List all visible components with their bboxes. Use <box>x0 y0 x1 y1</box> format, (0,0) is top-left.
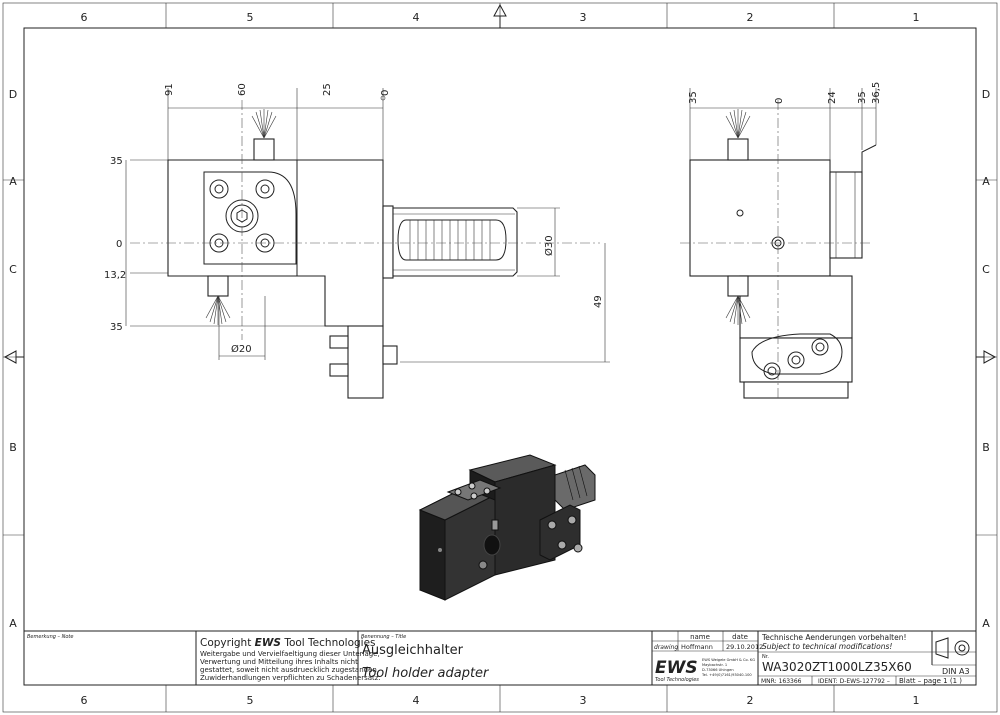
dim-front-d30: Ø30 <box>543 235 555 256</box>
col-label-top-1: 1 <box>913 11 920 24</box>
dim-side-24: 24 <box>827 91 838 104</box>
dim-front-49: 49 <box>593 295 604 308</box>
mnr-value: MNR: 163366 <box>761 678 802 685</box>
ews-logo: EWS Tool Technologies <box>655 658 699 683</box>
company-line-4: Tel. +49(0)7161/93040-100 <box>701 673 752 677</box>
copyright-line-3: gestattet, soweit nicht ausdruecklich zu… <box>200 666 379 674</box>
paper-format: DIN A3 <box>942 667 970 676</box>
col-name-header: name <box>690 633 710 641</box>
col-label-bottom-1: 1 <box>913 694 920 707</box>
row-label-left-a1: A <box>9 175 17 188</box>
copyright-line-2: Verwertung und Mitteilung ihres Inhalts … <box>200 658 358 666</box>
dim-front-13-2: 13,2 <box>104 270 126 281</box>
company-line-1: EWS Weigele GmbH & Co. KG <box>702 658 755 662</box>
col-label-top-3: 3 <box>580 11 587 24</box>
side-view <box>680 100 877 400</box>
row-label-right-a1: A <box>982 175 990 188</box>
row-label-left-b: B <box>9 441 17 454</box>
row-label-right-b: B <box>982 441 990 454</box>
col-label-bottom-4: 4 <box>413 694 420 707</box>
copyright-line-4: Zuwiderhandlungen verpflichten zu Schade… <box>200 674 381 682</box>
row-drawing-label: drawing <box>654 644 678 651</box>
front-view <box>130 100 600 399</box>
row-label-left-a2: A <box>9 617 17 630</box>
col-label-top-6: 6 <box>81 11 88 24</box>
drawing-author: Hoffmann <box>681 643 713 651</box>
company-line-3: D-73066 Uhingen <box>702 668 734 672</box>
dim-front-60: 60 <box>237 83 248 96</box>
remark-label: Bemerkung – Note <box>27 634 73 640</box>
col-label-bottom-2: 2 <box>747 694 754 707</box>
title-block: Bemerkung – Note Copyright EWS Tool Tech… <box>23 630 977 686</box>
frame-row-labels: D A C B A D A C B A <box>9 88 990 630</box>
part-number: WA3020ZT1000LZ35X60 <box>762 660 912 674</box>
isometric-view <box>418 454 596 601</box>
front-view-dimensions: 91 60 25 0 35 0 13,2 35 Ø30 49 Ø20 <box>104 83 610 363</box>
dim-side-0: 0 <box>774 98 785 104</box>
col-label-bottom-3: 3 <box>580 694 587 707</box>
ident-value: IDENT: D-EWS-127792 – <box>818 678 890 685</box>
dim-side-35-left: 35 <box>688 91 699 104</box>
col-label-top-4: 4 <box>413 11 420 24</box>
copyright-line-1: Weitergabe und Vervielfaeltigung dieser … <box>200 650 380 658</box>
copyright-heading: Copyright EWS Tool Technologies <box>200 637 376 649</box>
title-label: Benennung – Title <box>361 634 406 640</box>
title-german: Ausgleichhalter <box>362 643 464 658</box>
projection-symbol-icon <box>935 637 970 659</box>
dim-front-d20: Ø20 <box>231 343 252 355</box>
note-english: Subject to technical modifications! <box>762 642 892 651</box>
sheet-value: Blatt – page 1 (1 ) <box>899 677 962 685</box>
title-english: Tool holder adapter <box>362 666 490 681</box>
dim-front-25: 25 <box>322 83 333 96</box>
copyright-brand: EWS <box>255 637 281 649</box>
dim-side-35-right: 35 <box>857 91 868 104</box>
col-label-top-2: 2 <box>747 11 754 24</box>
row-label-right-a2: A <box>982 617 990 630</box>
dim-front-35-top: 35 <box>110 156 123 167</box>
drawing-date: 29.10.2012 <box>726 643 763 651</box>
col-label-bottom-5: 5 <box>247 694 254 707</box>
dim-front-91: 91 <box>164 83 175 96</box>
note-german: Technische Aenderungen vorbehalten! <box>761 633 907 642</box>
row-label-left-d: D <box>9 88 17 101</box>
copyright-prefix: Copyright <box>200 637 255 649</box>
copyright-suffix: Tool Technologies <box>281 637 376 649</box>
row-label-right-c: C <box>982 263 990 276</box>
col-label-top-5: 5 <box>247 11 254 24</box>
logo-text: EWS <box>655 658 698 678</box>
side-view-dimensions: 35 0 24 35 36,5 <box>688 82 882 172</box>
nr-label: Nr. <box>762 654 769 660</box>
dim-side-36-5: 36,5 <box>871 82 882 104</box>
frame-column-labels: 6 5 4 3 2 1 6 5 4 3 2 1 <box>81 11 920 707</box>
row-label-right-d: D <box>982 88 990 101</box>
row-label-left-c: C <box>9 263 17 276</box>
dim-front-0-left: 0 <box>116 239 122 250</box>
col-date-header: date <box>732 633 748 641</box>
dim-front-35-bottom: 35 <box>110 322 123 333</box>
logo-subtitle: Tool Technologies <box>655 677 699 683</box>
col-label-bottom-6: 6 <box>81 694 88 707</box>
company-line-2: Maybachstr. 1 <box>702 663 727 667</box>
dim-front-0-top: 0 <box>380 90 391 96</box>
